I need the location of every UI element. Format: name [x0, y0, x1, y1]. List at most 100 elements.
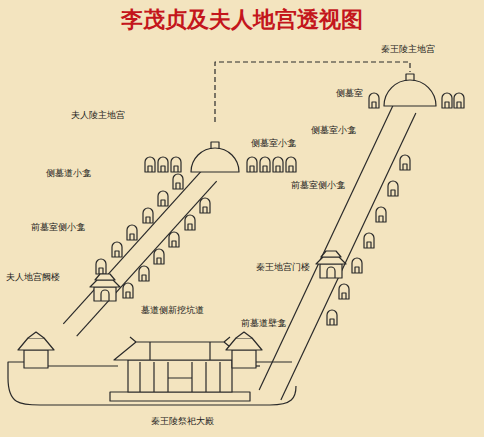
part-label: 墓道侧新挖坑道 — [140, 305, 205, 316]
niche-door — [330, 319, 334, 325]
part-label: 夫人陵主地宫 — [70, 110, 126, 121]
hall-roof — [114, 342, 246, 360]
part-label: 前墓道壁龛 — [240, 318, 287, 329]
wall — [48, 365, 118, 366]
niche — [260, 157, 270, 172]
part-label: 侧墓室小龛 — [250, 138, 297, 149]
niche-door — [379, 216, 383, 222]
gate-tower-door — [327, 267, 335, 278]
niche — [273, 157, 283, 172]
niche-door — [148, 166, 152, 172]
pavilion — [24, 350, 48, 368]
niche — [352, 258, 362, 273]
pavilion — [232, 350, 256, 368]
niche — [171, 157, 181, 172]
pavilion-roof — [28, 332, 44, 338]
gate-tower-roof — [95, 274, 115, 280]
niche-door — [391, 190, 395, 196]
part-label: 前墓室侧小龛 — [30, 222, 86, 233]
niche-door — [157, 258, 161, 264]
niche — [96, 259, 106, 274]
title: 李茂贞及夫人地宫透视图 — [0, 6, 484, 32]
niche — [388, 181, 398, 196]
niche — [145, 157, 155, 172]
part-label: 侧墓室 — [335, 88, 364, 99]
tomb-dome-lantern — [406, 74, 414, 81]
niche-door — [372, 102, 376, 108]
niche — [369, 93, 379, 108]
niche-door — [161, 200, 165, 206]
niche — [339, 284, 349, 299]
niche-door — [367, 242, 371, 248]
hall-platform — [110, 392, 250, 401]
niche — [327, 310, 337, 325]
niche — [169, 232, 179, 247]
gate-tower-door — [101, 290, 109, 301]
pavilion-roof — [226, 338, 262, 350]
hall-roof-ridge — [130, 337, 230, 360]
part-label: 秦王陵主地宫 — [380, 44, 436, 55]
dashed-link — [215, 62, 410, 122]
niche-door — [342, 293, 346, 299]
niche-door — [250, 166, 254, 172]
niche-door — [142, 275, 146, 281]
niche — [364, 233, 374, 248]
niche — [286, 157, 296, 172]
niche — [454, 93, 464, 108]
niche-door — [263, 166, 267, 172]
niche-door — [130, 234, 134, 240]
niche — [112, 242, 122, 257]
part-label: 秦王陵祭祀大殿 — [150, 416, 215, 427]
niche — [127, 225, 137, 240]
part-label: 秦王地宫门楼 — [255, 262, 311, 273]
hall-body — [128, 360, 232, 392]
niche-door — [146, 217, 150, 223]
part-label: 夫人地宫阙楼 — [5, 272, 61, 283]
niche-door — [115, 251, 119, 257]
tomb-passage — [77, 181, 217, 336]
niche-door — [276, 166, 280, 172]
niche-door — [403, 164, 407, 170]
niche-door — [176, 183, 180, 189]
niche — [400, 155, 410, 170]
part-label: 侧墓道小龛 — [45, 168, 92, 179]
niche-door — [99, 268, 103, 274]
niche — [247, 157, 257, 172]
gate-tower — [320, 264, 342, 278]
gate-tower-roof — [316, 257, 346, 264]
niche-door — [188, 224, 192, 230]
niche — [376, 207, 386, 222]
niche-door — [174, 166, 178, 172]
niche-door — [126, 292, 130, 298]
pavilion-roof — [236, 332, 252, 338]
niche-door — [289, 166, 293, 172]
niche — [123, 283, 133, 298]
pavilion-roof — [18, 338, 54, 350]
tomb-dome — [191, 148, 239, 172]
niche-door — [203, 207, 207, 213]
niche — [158, 191, 168, 206]
tomb-passage — [281, 113, 416, 400]
tomb-passage — [63, 169, 203, 324]
niche-door — [172, 241, 176, 247]
niche-door — [161, 166, 165, 172]
niche — [173, 174, 183, 189]
niche-door — [457, 102, 461, 108]
niche — [143, 208, 153, 223]
part-label: 侧墓室小龛 — [310, 125, 357, 136]
niche — [200, 198, 210, 213]
niche — [139, 266, 149, 281]
tomb-dome-lantern — [211, 142, 219, 149]
niche — [442, 93, 452, 108]
gate-tower-roof — [321, 251, 341, 257]
niche-door — [445, 102, 449, 108]
gate-tower-roof — [90, 280, 120, 287]
niche — [185, 215, 195, 230]
niche — [154, 249, 164, 264]
gate-tower — [94, 287, 116, 301]
niche-door — [355, 267, 359, 273]
hall-columns — [140, 362, 220, 392]
tomb-dome — [384, 80, 436, 106]
